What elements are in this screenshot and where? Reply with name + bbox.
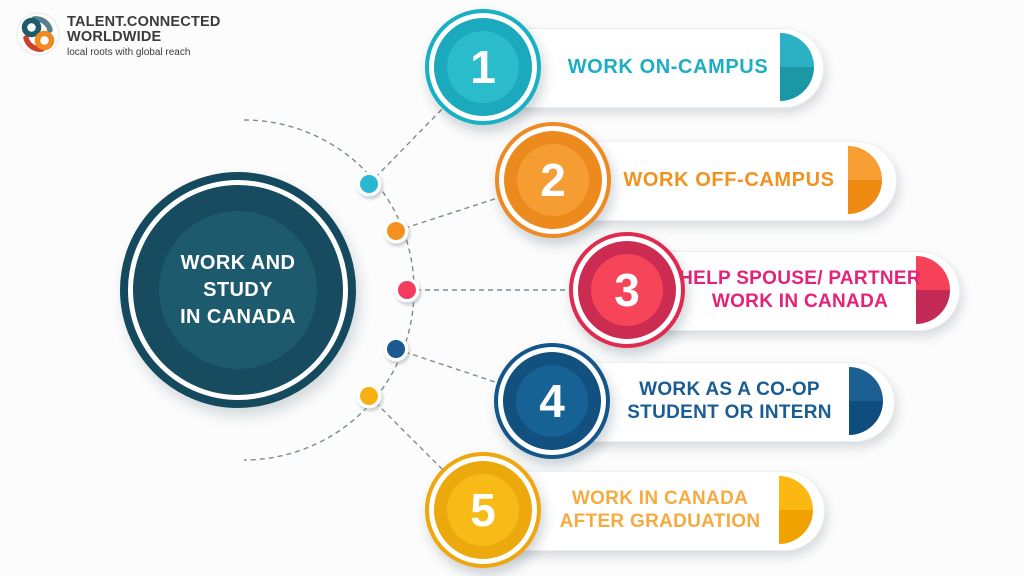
logo-name-line2: WORLDWIDE — [67, 29, 162, 45]
connector-dot-5 — [360, 387, 378, 405]
item-number: 5 — [470, 484, 496, 536]
item-endcap-icon — [849, 367, 883, 435]
item-endcap-icon — [848, 146, 882, 214]
hub-title: WORK AND STUDY IN CANADA — [159, 250, 317, 331]
logo-text: TALENT.CONNECTED WORLDWIDE local roots w… — [67, 12, 221, 59]
connector-dot-3 — [398, 281, 416, 299]
item-label: WORK ON-CAMPUS — [567, 56, 769, 78]
hub-circle: WORK AND STUDY IN CANADA — [120, 172, 356, 408]
item-label: WORK IN CANADA AFTER GRADUATION — [559, 488, 761, 532]
hub-disc: WORK AND STUDY IN CANADA — [133, 185, 343, 395]
swirl-globe-icon — [16, 12, 60, 56]
logo-tagline: local roots with global reach — [67, 47, 191, 58]
item-number-circle: 5 — [425, 452, 541, 568]
item-label: WORK AS A CO-OP STUDENT OR INTERN — [627, 379, 832, 423]
item-number-circle: 1 — [425, 9, 541, 125]
connector-dot-4 — [387, 340, 405, 358]
item-number-circle: 4 — [494, 343, 610, 459]
logo: TALENT.CONNECTED WORLDWIDE local roots w… — [16, 12, 221, 59]
item-label: WORK OFF-CAMPUS — [623, 169, 835, 191]
item-number: 2 — [540, 154, 566, 206]
hub-title-line2: IN CANADA — [180, 305, 296, 328]
connector-dot-1 — [360, 175, 378, 193]
item-number: 4 — [539, 375, 565, 427]
item-endcap-icon — [779, 476, 813, 544]
connector-dot-2 — [387, 222, 405, 240]
item-endcap-icon — [916, 256, 950, 324]
item-endcap-icon — [780, 33, 814, 101]
connector-dots — [356, 171, 420, 409]
hub-title-line1: WORK AND STUDY — [180, 251, 296, 301]
item-number: 1 — [470, 41, 496, 93]
dashed-arc — [243, 119, 415, 461]
item-number-circle: 3 — [569, 232, 685, 348]
logo-name-line1: TALENT.CONNECTED — [67, 14, 221, 30]
item-number: 3 — [614, 264, 640, 316]
item-number-circle: 2 — [495, 122, 611, 238]
item-label: HELP SPOUSE/ PARTNER WORK IN CANADA — [679, 268, 921, 312]
hub-core: WORK AND STUDY IN CANADA — [159, 211, 317, 369]
